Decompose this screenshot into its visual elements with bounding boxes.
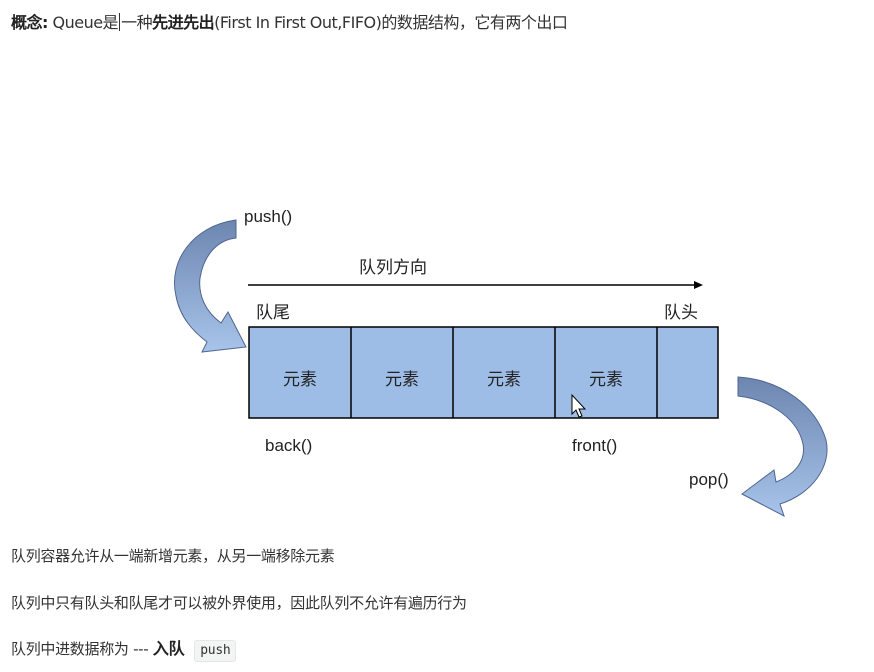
description-line-1: 队列容器允许从一端新增元素，从另一端移除元素 [11, 547, 335, 565]
queue-cell-3: 元素 [487, 370, 521, 389]
queue-cell-2: 元素 [385, 370, 419, 389]
queue-cell-1: 元素 [283, 370, 317, 389]
front-label: front() [572, 436, 617, 455]
queue-body [248, 326, 719, 419]
pop-arrow-icon [737, 376, 828, 518]
direction-arrowhead-icon [694, 281, 703, 289]
concept-fifo-bold: 先进先出 [152, 13, 215, 32]
mouse-cursor-icon [571, 393, 587, 418]
queue-cell-4: 元素 [589, 370, 623, 389]
enqueue-bold: 入队 [152, 639, 185, 658]
description-line-3: 队列中进数据称为 --- 入队 push [11, 637, 237, 662]
concept-text-2: 一种 [121, 13, 153, 32]
pop-label: pop() [689, 470, 729, 489]
queue-direction-label: 队列方向 [359, 258, 427, 277]
back-label: back() [265, 436, 312, 455]
queue-head-label: 队头 [664, 303, 698, 322]
description-line-2: 队列中只有队头和队尾才可以被外界使用，因此队列不允许有遍历行为 [11, 594, 467, 612]
concept-label: 概念: [11, 13, 48, 32]
text-caret [119, 13, 121, 31]
concept-text-3: (First In First Out,FIFO)的数据结构，它有两个出口 [214, 13, 568, 32]
queue-diagram: push() 队列方向 队尾 队头 元素 元素 元素 元素 back() fro… [174, 207, 828, 518]
line3-text: 队列中进数据称为 --- [11, 640, 153, 658]
concept-text-1: Queue是 [47, 13, 119, 32]
queue-tail-label: 队尾 [256, 303, 290, 322]
push-label: push() [244, 207, 292, 226]
concept-paragraph: 概念: Queue是一种先进先出(First In First Out,FIFO… [11, 10, 568, 36]
push-code: push [194, 640, 237, 662]
push-arrow-icon [174, 219, 247, 353]
